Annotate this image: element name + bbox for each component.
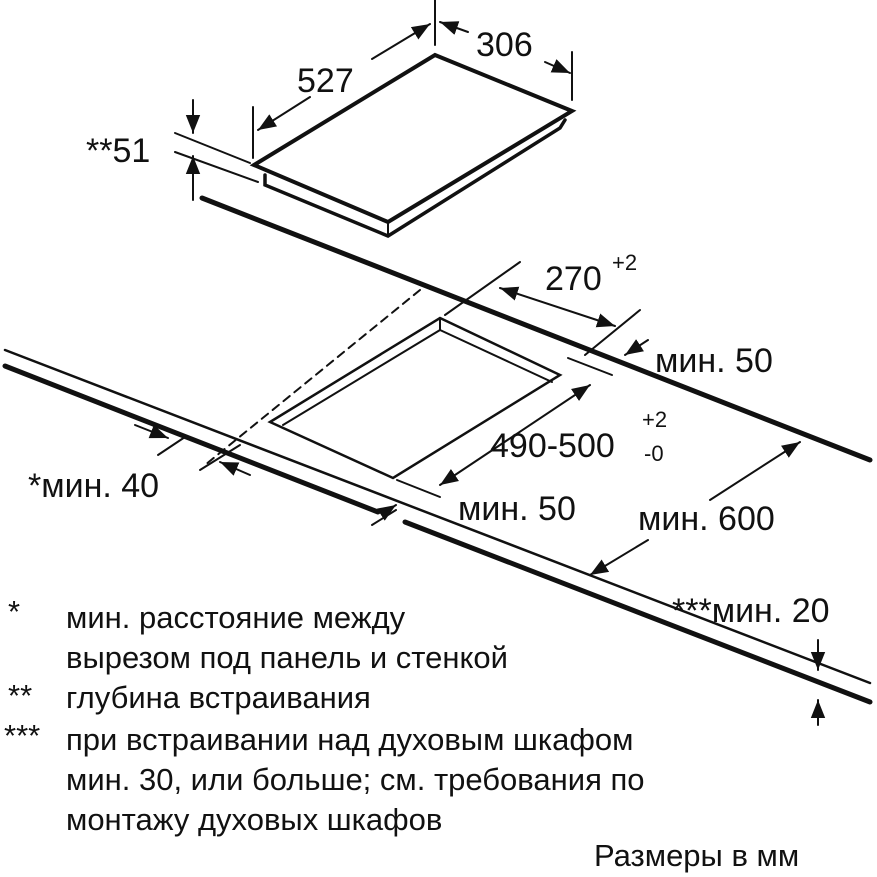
label-wall-min-40: *мин. 40 xyxy=(28,467,159,505)
legend-text: вырезом под панель и стенкой xyxy=(66,640,508,675)
label-306: 306 xyxy=(476,26,533,64)
countertop-drawing xyxy=(2,195,873,705)
dimension-527 xyxy=(252,0,573,159)
label-527: 527 xyxy=(297,62,354,100)
label-min-600: мин. 600 xyxy=(638,500,775,538)
dimension-51 xyxy=(174,99,259,201)
label-490-500: 490-500 xyxy=(490,427,615,465)
dimension-270 xyxy=(396,261,649,498)
legend-text: при встраивании над духовым шкафом xyxy=(66,722,633,757)
legend-text: монтажу духовых шкафов xyxy=(66,802,442,837)
label-oven-min-20: ***мин. 20 xyxy=(672,592,830,630)
legend-mark: *** xyxy=(4,718,40,753)
legend-mark: * xyxy=(8,594,20,629)
dimension-600 xyxy=(371,441,801,576)
legend-mark: ** xyxy=(8,678,32,713)
label-490-tol-minus: -0 xyxy=(644,441,664,466)
hob-drawing xyxy=(249,52,577,238)
legend: * мин. расстояние между вырезом под пане… xyxy=(4,594,645,837)
dimension-40 xyxy=(134,424,251,476)
label-back-min-50: мин. 50 xyxy=(655,342,773,380)
legend-text: глубина встраивания xyxy=(66,680,371,715)
label-490-tol-plus: +2 xyxy=(642,407,667,432)
units-note: Размеры в мм xyxy=(594,838,799,873)
legend-text: мин. расстояние между xyxy=(66,600,406,635)
label-front-min-50: мин. 50 xyxy=(458,490,576,528)
label-270: 270 xyxy=(545,260,602,298)
label-51: **51 xyxy=(86,132,150,170)
legend-text: мин. 30, или больше; см. требования по xyxy=(66,762,645,797)
label-270-tolerance: +2 xyxy=(612,250,637,275)
